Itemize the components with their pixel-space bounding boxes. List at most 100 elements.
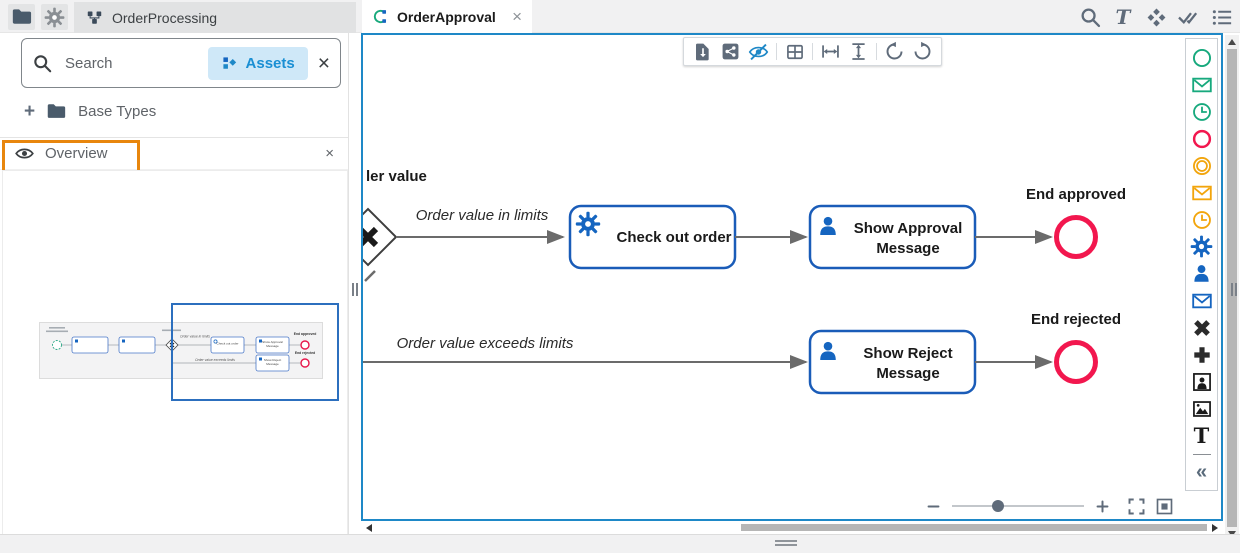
horizontal-scroll-thumb[interactable] xyxy=(741,524,1207,531)
search-input[interactable] xyxy=(63,53,198,73)
message-intermediate-event-icon[interactable] xyxy=(1186,179,1217,206)
minimap-task-icons xyxy=(75,339,262,361)
zoom-slider[interactable] xyxy=(952,500,1084,512)
scroll-left-icon[interactable] xyxy=(366,524,372,532)
send-task-icon[interactable] xyxy=(1186,287,1217,314)
clipped-flow-stub[interactable] xyxy=(364,270,376,282)
user-task-show-reject[interactable]: Show Reject Message xyxy=(808,329,977,395)
minimap[interactable]: Order value in limits Check out order Sh… xyxy=(39,322,323,379)
element-palette: T « xyxy=(1185,38,1218,491)
grid-icon[interactable] xyxy=(784,41,805,62)
bottom-drag-handle[interactable] xyxy=(775,540,797,548)
fit-height-icon[interactable] xyxy=(848,41,869,62)
flow-exceeds-label: Order value exceeds limits xyxy=(397,335,574,352)
service-task-checkout[interactable]: Check out order xyxy=(568,204,737,270)
image-icon[interactable] xyxy=(1186,395,1217,422)
scroll-up-icon[interactable] xyxy=(1228,39,1236,45)
minimap-end-rejected xyxy=(300,358,310,368)
end-event-icon[interactable] xyxy=(1186,125,1217,152)
tab-order-processing[interactable]: OrderProcessing xyxy=(74,2,356,33)
search-box: Assets × xyxy=(21,38,341,88)
folder-icon xyxy=(12,9,31,24)
service-task-icon[interactable] xyxy=(1186,233,1217,260)
text-annotation-icon[interactable]: T xyxy=(1193,423,1210,448)
open-folder-button[interactable] xyxy=(8,4,35,30)
doc-tab-label: OrderApproval xyxy=(397,8,496,25)
folder-icon xyxy=(47,104,66,118)
close-tab-icon[interactable]: × xyxy=(512,7,522,26)
minimap-task-label: Show Reject xyxy=(264,358,282,362)
user-task-show-approval[interactable]: Show Approval Message xyxy=(808,204,977,270)
collapse-palette-icon[interactable]: « xyxy=(1195,460,1208,483)
fit-width-icon[interactable] xyxy=(820,41,841,62)
minimap-start-event xyxy=(52,340,62,350)
list-menu-icon[interactable] xyxy=(1210,5,1234,29)
task-label-line1: Show Approval xyxy=(854,220,963,237)
redo-icon[interactable] xyxy=(912,41,933,62)
search-icon[interactable] xyxy=(1078,5,1102,29)
clear-search-icon[interactable]: × xyxy=(317,51,330,75)
header-icon-bar: T xyxy=(1078,4,1234,30)
hide-overlays-icon[interactable] xyxy=(748,41,769,62)
bpmn-diagram-icon xyxy=(373,9,387,24)
canvas-toolbar xyxy=(683,37,942,66)
zoom-out-icon[interactable] xyxy=(925,498,942,515)
message-start-event-icon[interactable] xyxy=(1186,71,1217,98)
gear-icon xyxy=(44,7,65,27)
assets-label: Assets xyxy=(245,54,295,72)
export-document-icon[interactable] xyxy=(692,41,713,62)
minimap-end-label: End approved xyxy=(294,332,317,336)
minimap-end-approved xyxy=(300,340,310,350)
parallel-gateway-icon[interactable] xyxy=(1186,341,1217,368)
right-splitter-handle[interactable] xyxy=(1231,283,1238,296)
align-elements-icon[interactable] xyxy=(1144,5,1168,29)
user-task-icon[interactable] xyxy=(1186,260,1217,287)
horizontal-scrollbar[interactable] xyxy=(363,522,1221,533)
exclusive-gateway-icon[interactable] xyxy=(1186,314,1217,341)
share-icon[interactable] xyxy=(720,41,741,62)
assets-filter-button[interactable]: Assets xyxy=(207,46,308,80)
clipped-gateway-label: ler value xyxy=(366,168,427,185)
intermediate-event-icon[interactable] xyxy=(1186,152,1217,179)
undo-icon[interactable] xyxy=(884,41,905,62)
sidebar-border xyxy=(348,33,349,534)
sidebar-divider xyxy=(0,137,348,138)
expand-plus-icon[interactable]: + xyxy=(24,101,36,122)
fullscreen-icon[interactable] xyxy=(1126,496,1147,517)
end-event-approved[interactable]: End approved xyxy=(1026,186,1126,259)
tree-item-base-types[interactable]: + Base Types xyxy=(24,101,156,122)
text-tool-icon[interactable]: T xyxy=(1115,5,1131,29)
zoom-in-icon[interactable] xyxy=(1094,498,1111,515)
start-event-icon[interactable] xyxy=(1186,44,1217,71)
tab-order-approval[interactable]: OrderApproval × xyxy=(362,0,532,33)
eye-icon xyxy=(15,148,34,159)
minimap-flow-label: Order value in limits xyxy=(180,335,210,339)
fit-to-view-icon[interactable] xyxy=(1154,496,1175,517)
minimap-task-label: Message xyxy=(266,362,279,366)
task-label-line1: Show Reject xyxy=(863,345,952,362)
bpmn-diagram[interactable]: ler value Order value in limits Check ou… xyxy=(363,35,1219,519)
task-label-line2: Message xyxy=(876,365,939,382)
minimap-viewport[interactable] xyxy=(171,303,339,401)
toolbar-separator xyxy=(776,43,777,60)
magnifier-icon xyxy=(34,54,52,72)
timer-start-event-icon[interactable] xyxy=(1186,98,1217,125)
end-event-rejected[interactable]: End rejected xyxy=(1031,311,1121,384)
validate-icon[interactable] xyxy=(1177,5,1201,29)
left-splitter-handle[interactable] xyxy=(352,283,359,296)
project-tab-label: OrderProcessing xyxy=(112,9,218,26)
close-overview-icon[interactable]: × xyxy=(325,145,334,162)
participant-icon[interactable] xyxy=(1186,368,1217,395)
diagram-canvas[interactable] xyxy=(361,33,1223,521)
minimap-task-label: Show Approval xyxy=(262,340,283,344)
exclusive-gateway-node[interactable] xyxy=(363,207,398,267)
timer-intermediate-event-icon[interactable] xyxy=(1186,206,1217,233)
palette-divider xyxy=(1192,454,1211,455)
base-types-label: Base Types xyxy=(78,103,157,120)
settings-button[interactable] xyxy=(41,4,68,30)
zoom-slider-thumb[interactable] xyxy=(991,500,1004,512)
assets-icon xyxy=(222,56,236,69)
scroll-right-icon[interactable] xyxy=(1212,524,1218,532)
minimap-tasks xyxy=(71,336,290,372)
